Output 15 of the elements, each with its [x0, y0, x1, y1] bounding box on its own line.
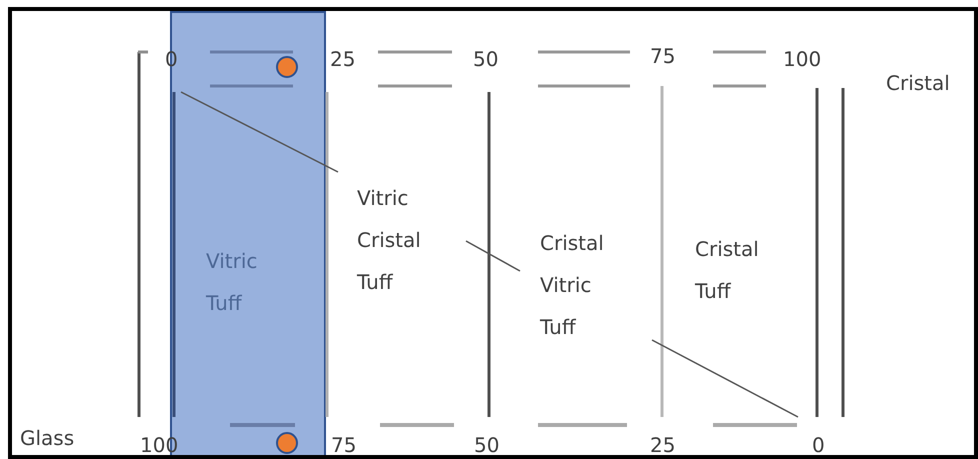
scale-number: 75 — [331, 433, 356, 457]
region-label: Cristal Tuff — [695, 236, 759, 305]
scale-number: 0 — [165, 47, 178, 71]
scale-number: 50 — [473, 47, 498, 71]
scale-number: 100 — [783, 47, 822, 71]
scale-number: 50 — [474, 433, 500, 457]
axis-label: Cristal — [886, 71, 950, 95]
region-label: Vitric Cristal Tuff — [357, 185, 421, 296]
scale-number: 25 — [330, 47, 356, 71]
region-label: Cristal Vitric Tuff — [540, 230, 604, 341]
scale-number: 75 — [650, 44, 676, 68]
axis-label: Glass — [20, 426, 74, 450]
region-label: Vitric Tuff — [206, 248, 258, 317]
scale-number: 25 — [650, 433, 676, 457]
scale-number: 0 — [812, 433, 825, 457]
